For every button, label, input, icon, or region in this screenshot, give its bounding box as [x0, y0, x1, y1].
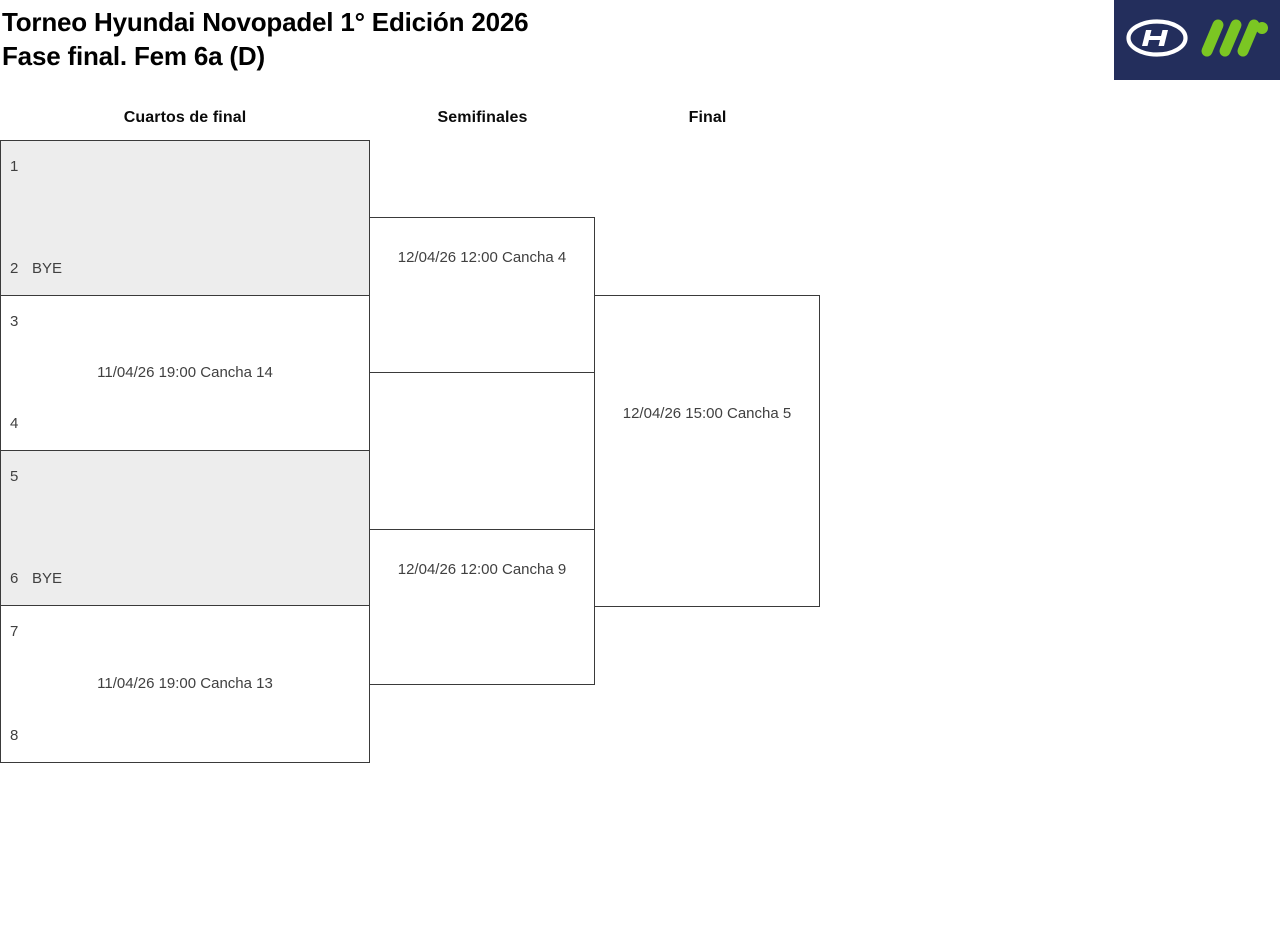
match-slot: 7 — [10, 623, 32, 641]
match-slot: 8 — [10, 727, 32, 745]
seed-number: 8 — [10, 727, 19, 744]
round-header-cuartos: Cuartos de final — [123, 109, 247, 126]
brand-logo — [1114, 0, 1280, 80]
match-slot: 2 BYE — [10, 260, 62, 278]
match-schedule: 12/04/26 12:00 Cancha 9 — [397, 561, 567, 578]
match-quarterfinal-1: 1 2 BYE — [0, 140, 370, 296]
seed-number: 6 — [10, 570, 19, 587]
match-schedule: 12/04/26 12:00 Cancha 4 — [397, 249, 567, 266]
match-slot: 3 — [10, 313, 32, 331]
match-quarterfinal-3: 5 6 BYE — [0, 450, 370, 606]
m-dot-icon — [1198, 16, 1268, 65]
match-slot: 1 — [10, 158, 32, 176]
seed-number: 1 — [10, 158, 19, 175]
match-final: 12/04/26 15:00 Cancha 5 — [594, 295, 820, 607]
page-title: Torneo Hyundai Novopadel 1° Edición 2026… — [2, 5, 529, 73]
match-schedule: 11/04/26 19:00 Cancha 13 — [97, 675, 273, 692]
seed-number: 7 — [10, 623, 19, 640]
match-schedule: 11/04/26 19:00 Cancha 14 — [97, 364, 273, 381]
bracket-subtitle: Fase final. Fem 6a (D) — [2, 41, 265, 71]
round-header-semifinales: Semifinales — [437, 109, 528, 126]
hyundai-icon — [1126, 18, 1188, 62]
tournament-title: Torneo Hyundai Novopadel 1° Edición 2026 — [2, 7, 529, 37]
seed-number: 4 — [10, 415, 19, 432]
match-quarterfinal-4: 7 11/04/26 19:00 Cancha 13 8 — [0, 605, 370, 763]
player-name: BYE — [32, 570, 63, 587]
match-schedule: 12/04/26 15:00 Cancha 5 — [622, 405, 792, 422]
match-slot: 6 BYE — [10, 570, 62, 588]
match-semifinal-1: 12/04/26 12:00 Cancha 4 — [369, 217, 595, 373]
match-quarterfinal-2: 3 11/04/26 19:00 Cancha 14 4 — [0, 295, 370, 451]
player-name: BYE — [32, 260, 63, 277]
seed-number: 5 — [10, 468, 19, 485]
seed-number: 2 — [10, 260, 19, 277]
match-slot: 4 — [10, 415, 32, 433]
seed-number: 3 — [10, 313, 19, 330]
match-slot: 5 — [10, 468, 32, 486]
round-header-final: Final — [688, 109, 727, 126]
match-semifinal-2: 12/04/26 12:00 Cancha 9 — [369, 529, 595, 685]
